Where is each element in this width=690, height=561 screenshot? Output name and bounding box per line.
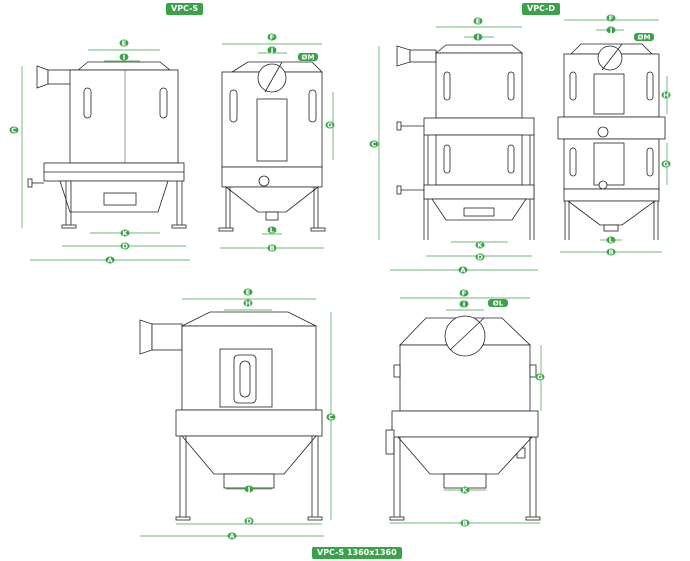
- svg-text:A: A: [229, 533, 235, 541]
- svg-text:G: G: [663, 161, 669, 169]
- svg-text:E: E: [476, 18, 481, 26]
- dim-marker: J: [606, 26, 616, 35]
- dim-marker: ØL: [488, 299, 508, 308]
- vpc-s-large-front-view: [139, 298, 332, 537]
- dim-marker: A: [105, 256, 115, 265]
- svg-text:L: L: [270, 227, 275, 235]
- dim-marker: L: [267, 226, 277, 235]
- svg-text:J: J: [270, 47, 274, 55]
- svg-text:K: K: [462, 487, 468, 495]
- svg-text:G: G: [327, 122, 333, 130]
- svg-text:D: D: [246, 518, 252, 526]
- svg-text:ØM: ØM: [638, 34, 651, 42]
- dim-marker: K: [120, 229, 130, 238]
- svg-text:E: E: [122, 40, 127, 48]
- svg-text:J: J: [609, 27, 613, 35]
- dim-marker: F: [459, 289, 469, 298]
- dim-marker: C: [326, 413, 336, 422]
- dim-marker: I: [459, 300, 469, 309]
- svg-text:ØM: ØM: [302, 54, 315, 62]
- vpc-s-large-side-view: [385, 297, 542, 524]
- dim-marker: E: [119, 39, 129, 48]
- svg-text:L: L: [609, 237, 614, 245]
- label-vpc-s-large: VPC-S 1360x1360: [312, 547, 402, 559]
- svg-text:F: F: [270, 34, 275, 42]
- dim-marker: G: [661, 160, 671, 169]
- svg-text:B: B: [269, 245, 274, 253]
- label-vpc-d: VPC-D: [522, 3, 561, 15]
- dim-marker: J: [244, 485, 254, 494]
- dim-marker: D: [475, 253, 485, 262]
- svg-text:J: J: [247, 486, 251, 494]
- dim-marker: H: [661, 91, 671, 100]
- svg-text:H: H: [245, 300, 251, 308]
- dim-marker: I: [473, 33, 483, 42]
- label-vpc-s: VPC-S: [166, 3, 204, 15]
- svg-text:I: I: [123, 54, 126, 62]
- svg-text:D: D: [122, 243, 128, 251]
- dim-marker: E: [473, 17, 483, 26]
- dim-marker: F: [606, 14, 616, 23]
- svg-text:F: F: [609, 15, 614, 23]
- dim-marker: K: [460, 486, 470, 495]
- dim-marker: I: [119, 53, 129, 62]
- dim-marker: E: [243, 288, 253, 297]
- svg-text:I: I: [477, 34, 480, 42]
- dim-marker: C: [9, 126, 19, 135]
- svg-text:C: C: [11, 127, 16, 135]
- svg-text:F: F: [462, 290, 467, 298]
- vpc-s-front-view: [21, 49, 190, 261]
- dim-marker: G: [325, 121, 335, 130]
- dim-marker: ØM: [298, 53, 318, 62]
- dim-marker: K: [475, 241, 485, 250]
- svg-text:D: D: [477, 254, 483, 262]
- dim-marker: G: [535, 373, 545, 382]
- dim-marker: B: [267, 244, 277, 253]
- svg-text:ØL: ØL: [493, 300, 504, 308]
- svg-text:G: G: [537, 374, 543, 382]
- svg-text:K: K: [477, 242, 483, 250]
- vpc-d-side-view: [557, 19, 668, 253]
- svg-text:C: C: [371, 141, 376, 149]
- svg-text:I: I: [463, 301, 466, 309]
- dim-marker: F: [267, 33, 277, 42]
- dim-marker: J: [267, 46, 277, 55]
- dim-marker: C: [369, 140, 379, 149]
- dim-marker: ØM: [634, 33, 654, 42]
- svg-text:K: K: [122, 230, 128, 238]
- svg-text:A: A: [107, 257, 113, 265]
- vpc-d-front-view: [378, 26, 538, 271]
- svg-text:H: H: [663, 92, 669, 100]
- dim-marker: B: [606, 248, 616, 257]
- dim-marker: H: [243, 299, 253, 308]
- dim-marker: D: [244, 517, 254, 526]
- svg-text:A: A: [460, 267, 466, 275]
- svg-text:E: E: [246, 289, 251, 297]
- vpc-s-side-view: [218, 43, 334, 249]
- dim-marker: B: [460, 519, 470, 528]
- dim-marker: L: [606, 236, 616, 245]
- dim-marker: A: [458, 266, 468, 275]
- svg-text:B: B: [462, 520, 467, 528]
- svg-text:B: B: [608, 249, 613, 257]
- svg-text:C: C: [328, 414, 333, 422]
- dim-marker: D: [120, 242, 130, 251]
- dim-marker: A: [227, 532, 237, 541]
